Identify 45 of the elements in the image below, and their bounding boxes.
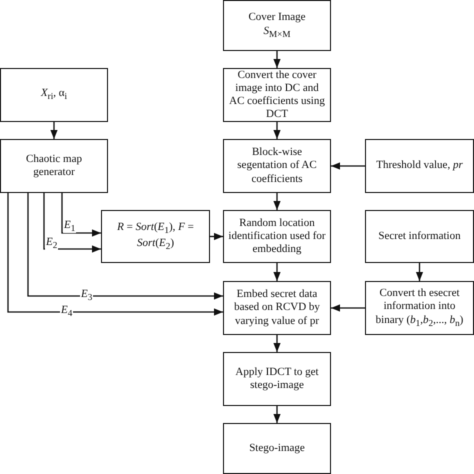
arrow <box>61 193 101 237</box>
arrow <box>273 122 281 139</box>
arrow <box>331 162 365 170</box>
box-text: Convert the cover image into DC and AC coefficients using DCT <box>228 68 326 122</box>
box-text: Embed secret data based on RCVD by varying value of pr <box>233 288 321 328</box>
process-box <box>0 139 108 193</box>
box-text: Secret information <box>378 230 461 244</box>
process-box <box>223 0 331 51</box>
edge-label: E$_{3}$ <box>80 289 94 302</box>
edge-label: E$_{1}$ <box>63 220 76 234</box>
box-text: X$_{ri}$, α$_{i}$ <box>40 87 68 103</box>
process-box <box>101 210 210 263</box>
arrow <box>210 232 223 240</box>
process-box <box>0 68 108 122</box>
box-text: Cover Image <box>248 11 306 24</box>
arrow <box>273 193 281 210</box>
edge-label: E$_{2}$ <box>45 237 58 250</box>
box-text: Stego-image <box>249 442 305 456</box>
arrow <box>50 122 58 139</box>
process-box <box>223 352 331 406</box>
process-box <box>365 281 474 335</box>
process-box <box>365 139 474 193</box>
edge-label: E$_{4}$ <box>60 305 74 318</box>
arrow <box>7 193 223 316</box>
arrow <box>27 193 223 300</box>
arrow <box>273 263 281 281</box>
process-box <box>223 139 331 193</box>
process-box <box>223 423 331 474</box>
process-box <box>365 210 474 263</box>
box-text: S$_{M×M}$ <box>264 24 290 40</box>
arrow <box>273 51 281 68</box>
arrow <box>273 335 281 352</box>
box-text: Convert th esecret information into binary (b$_{1}$,b$_{2}$,..., b$_{n}$) <box>374 287 464 329</box>
arrow <box>43 193 101 253</box>
arrow <box>416 263 424 281</box>
arrow <box>273 406 281 423</box>
box-text: Random location identification used for embedding <box>227 216 327 256</box>
box-text: R = Sort(E$_{1}$), F = Sort(E$_{2}$) <box>116 221 195 252</box>
process-box <box>223 210 331 263</box>
box-text: Apply IDCT to get stego-image <box>234 366 320 392</box>
process-box <box>223 281 331 335</box>
box-text: Block-wise segentation of AC coefficients <box>236 146 318 186</box>
box-text: Chaotic map generator <box>25 152 83 180</box>
arrow <box>331 304 365 312</box>
box-text: Threshold value, pr <box>376 159 463 173</box>
